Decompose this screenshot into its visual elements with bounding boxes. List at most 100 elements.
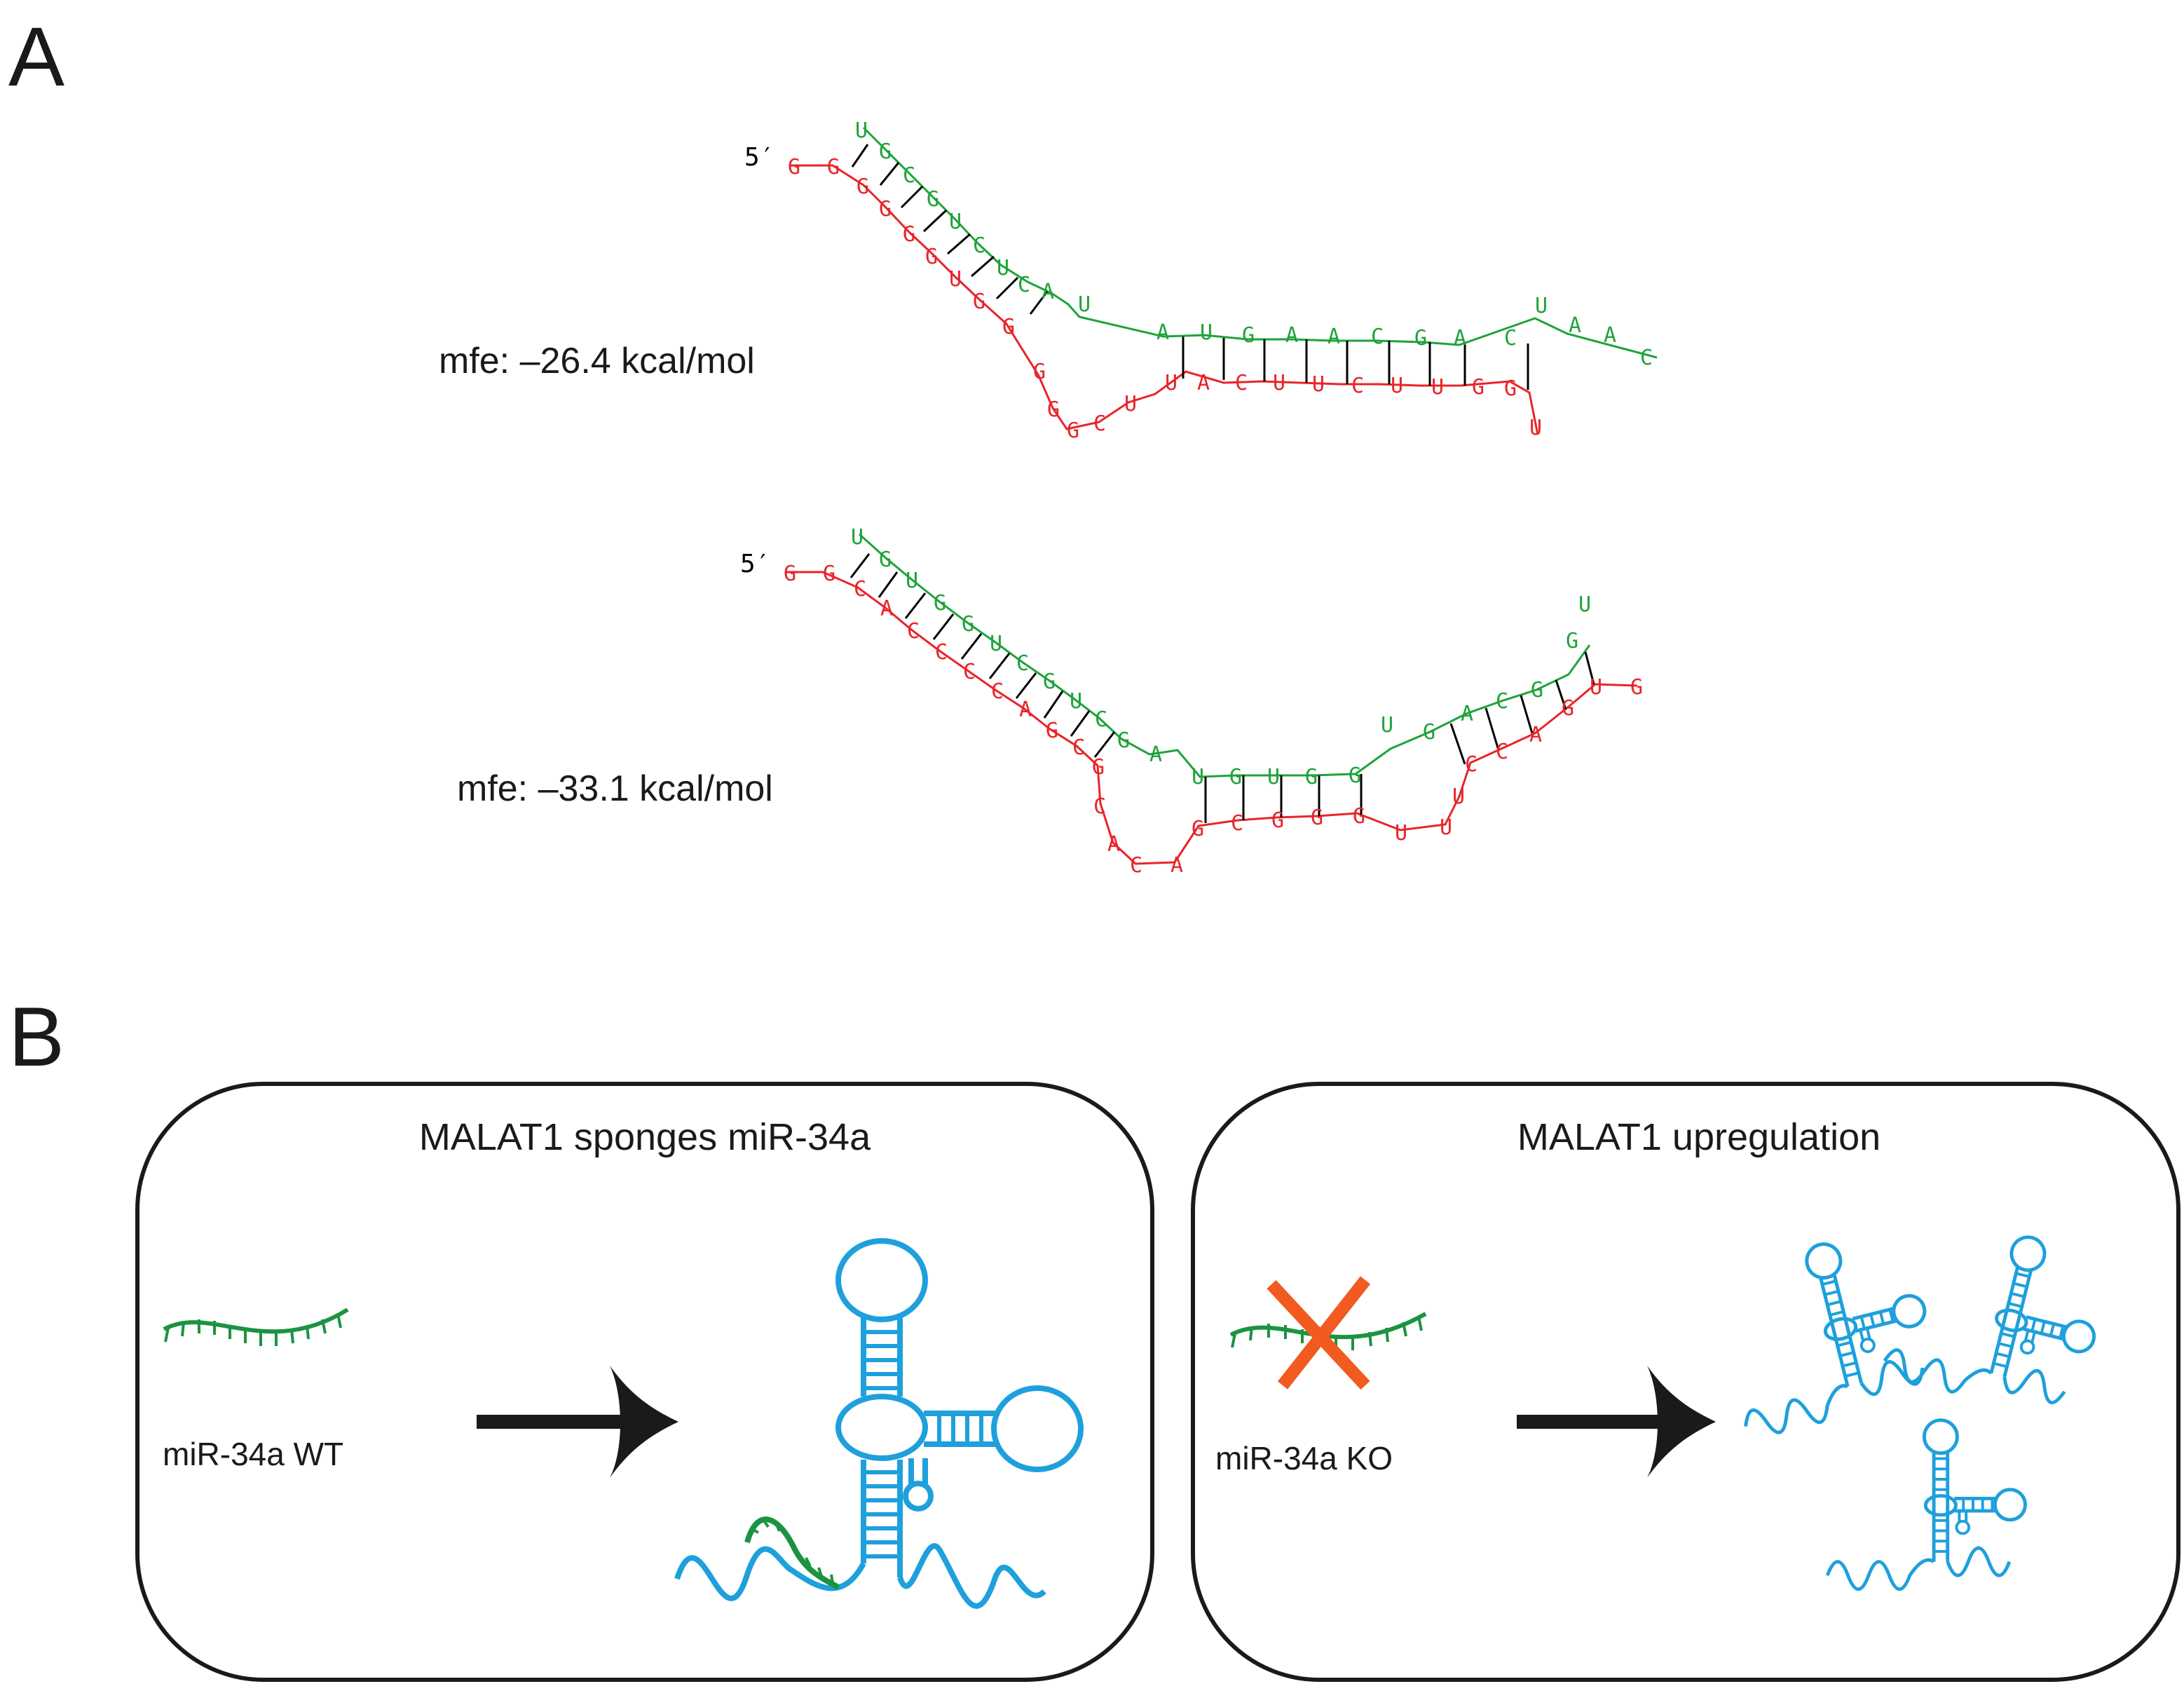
panel-b-label: B	[8, 990, 64, 1084]
svg-text:G: G	[879, 548, 892, 572]
svg-text:U: U	[1535, 294, 1548, 318]
base-pairs-1	[851, 144, 1529, 390]
svg-text:A: A	[1107, 832, 1120, 857]
svg-text:U: U	[1312, 372, 1325, 397]
five-prime-label: 5′	[744, 143, 774, 172]
svg-text:A: A	[1156, 320, 1169, 345]
svg-text:G: G	[1242, 323, 1255, 348]
strand-bottom-1	[789, 164, 1539, 435]
malat1-copy-1	[1707, 1224, 1945, 1440]
svg-text:G: G	[827, 155, 840, 179]
strand-top-2	[858, 533, 1591, 778]
svg-text:C: C	[963, 660, 976, 684]
svg-text:U: U	[1529, 416, 1542, 440]
svg-text:C: C	[1235, 371, 1248, 395]
mir-label-right: miR-34a KO	[1215, 1440, 1393, 1476]
svg-text:U: U	[1267, 765, 1280, 789]
svg-text:U: U	[1395, 821, 1407, 845]
svg-text:C: C	[1496, 689, 1508, 714]
svg-text:C: C	[854, 577, 866, 602]
svg-text:U: U	[851, 525, 864, 550]
svg-text:U: U	[1273, 371, 1285, 395]
arrow-right-icon	[1517, 1366, 1716, 1478]
svg-text:G: G	[788, 155, 800, 179]
malat1-sponge-icon	[674, 1238, 1084, 1609]
svg-text:A: A	[1569, 313, 1581, 338]
strand-top-1	[862, 126, 1658, 359]
svg-text:G: G	[1414, 326, 1427, 351]
svg-text:G: G	[1562, 696, 1574, 721]
svg-text:U: U	[949, 210, 962, 234]
box-frame-left	[135, 1082, 1154, 1682]
svg-text:A: A	[1604, 323, 1616, 348]
mirna-strand-icon	[163, 1308, 349, 1346]
box-malat1-upregulation: MALAT1 upregulation miR-34a KO	[1191, 1082, 2180, 1682]
panel-a-label: A	[8, 10, 64, 104]
svg-text:G: G	[1046, 719, 1058, 743]
svg-text:G: G	[1033, 360, 1046, 384]
mfe-label-1: mfe: –26.4 kcal/mol	[439, 341, 755, 381]
svg-text:U: U	[1124, 392, 1137, 416]
svg-text:C: C	[1072, 735, 1085, 760]
svg-text:G: G	[1504, 376, 1517, 401]
box-frame-right	[1191, 1082, 2180, 1682]
svg-text:G: G	[856, 175, 869, 199]
svg-text:G: G	[1043, 670, 1056, 694]
svg-text:U: U	[1165, 371, 1178, 395]
svg-text:G: G	[1630, 675, 1643, 700]
svg-text:C: C	[1465, 752, 1477, 777]
svg-text:G: G	[879, 140, 892, 164]
svg-text:G: G	[1002, 315, 1015, 339]
svg-text:A: A	[1042, 280, 1054, 304]
mir-label-left: miR-34a WT	[163, 1436, 343, 1472]
svg-text:U: U	[1200, 320, 1213, 345]
svg-text:G: G	[1423, 720, 1435, 745]
svg-text:G: G	[1271, 808, 1284, 833]
arrow-right-icon	[477, 1366, 678, 1478]
svg-text:U: U	[990, 632, 1002, 656]
malat1-copy-3	[1827, 1420, 2025, 1589]
base-pairs-2	[849, 553, 1595, 823]
svg-text:G: G	[1067, 419, 1079, 443]
svg-text:G: G	[1531, 678, 1543, 702]
box-title-right: MALAT1 upregulation	[1517, 1116, 1881, 1158]
box-malat1-sponges: MALAT1 sponges miR-34a miR-34a WT	[135, 1082, 1154, 1682]
svg-text:A: A	[880, 597, 893, 621]
malat1-sponge-rungs	[864, 1330, 983, 1558]
svg-text:U: U	[1440, 815, 1452, 840]
svg-text:A: A	[1454, 326, 1466, 351]
svg-text:G: G	[1349, 763, 1361, 788]
svg-text:U: U	[1078, 292, 1091, 317]
svg-text:G: G	[1229, 765, 1242, 789]
svg-text:C: C	[973, 233, 985, 258]
svg-text:C: C	[991, 679, 1004, 704]
svg-text:C: C	[1496, 740, 1508, 764]
svg-text:G: G	[934, 591, 946, 616]
svg-text:G: G	[1192, 817, 1204, 841]
svg-text:G: G	[784, 562, 796, 586]
svg-text:G: G	[1353, 804, 1365, 829]
strand-bottom-2	[785, 571, 1638, 865]
bound-mirna-icon	[744, 1516, 840, 1590]
svg-text:U: U	[1070, 689, 1082, 714]
svg-text:G: G	[1472, 375, 1485, 400]
svg-text:U: U	[906, 569, 918, 593]
svg-text:A: A	[1019, 698, 1032, 722]
svg-text:U: U	[1590, 675, 1602, 700]
rna-structure-1: 5′ mfe: –26.4 kcal/mol UGC	[439, 118, 1658, 443]
mfe-label-2: mfe: –33.1 kcal/mol	[457, 768, 773, 809]
svg-text:U: U	[997, 256, 1009, 280]
svg-text:G: G	[823, 562, 835, 586]
svg-text:C: C	[1016, 651, 1029, 676]
svg-text:G: G	[1047, 398, 1060, 422]
svg-text:U: U	[1431, 375, 1444, 400]
svg-text:G: G	[879, 197, 892, 222]
five-prime-label: 5′	[740, 550, 770, 578]
svg-text:A: A	[1197, 371, 1210, 395]
svg-text:C: C	[1093, 412, 1106, 436]
svg-text:C: C	[1018, 273, 1030, 297]
svg-text:C: C	[907, 619, 920, 644]
